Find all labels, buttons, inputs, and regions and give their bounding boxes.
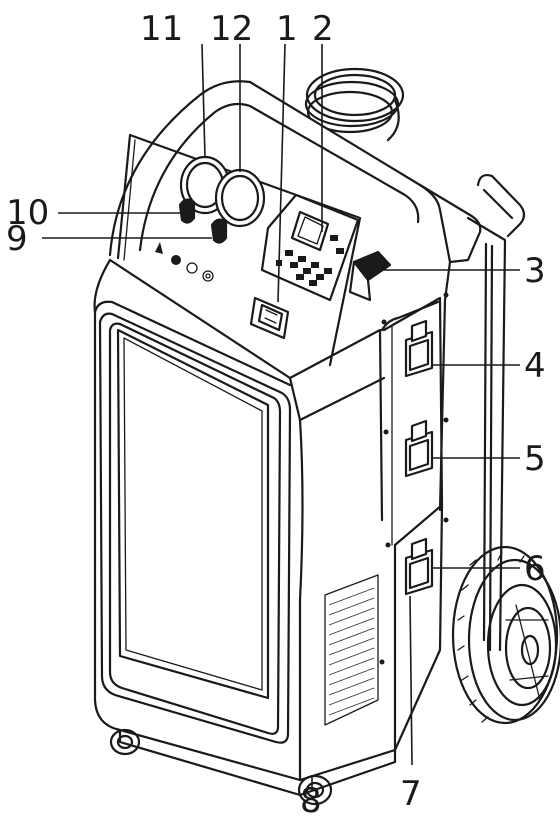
keypad-buttons: [276, 235, 344, 286]
hose-coil: [304, 67, 405, 142]
callout-5: 5: [524, 439, 546, 479]
callout-1: 1: [276, 9, 298, 49]
callout-12: 12: [210, 9, 253, 49]
latch-6: [404, 537, 434, 596]
callout-6: 6: [524, 549, 546, 589]
rear-wheel: [451, 545, 560, 725]
callout-11: 11: [140, 9, 183, 49]
front-casters: [109, 728, 333, 806]
handle-frame: [466, 173, 526, 652]
callout-7: 7: [400, 774, 422, 814]
leader-lines: [42, 43, 520, 790]
callout-8: 8: [300, 781, 322, 821]
callout-2: 2: [312, 9, 334, 49]
latch-5: [404, 419, 434, 478]
latch-4: [404, 319, 434, 378]
callout-9: 9: [6, 219, 28, 259]
callout-10: 10: [6, 193, 49, 233]
side-device: [348, 250, 392, 302]
callout-labels: 11 12 1 2 3 4 5 6 7 8 9 10: [6, 9, 546, 821]
panel-dials: [155, 242, 214, 282]
power-switch: [249, 296, 290, 340]
callout-4: 4: [524, 346, 546, 386]
valves: [178, 198, 228, 244]
gauges: [179, 155, 266, 228]
side-latches: [404, 319, 434, 596]
control-panel: [260, 193, 360, 302]
vent-grille: [324, 574, 379, 726]
callout-3: 3: [524, 251, 546, 291]
